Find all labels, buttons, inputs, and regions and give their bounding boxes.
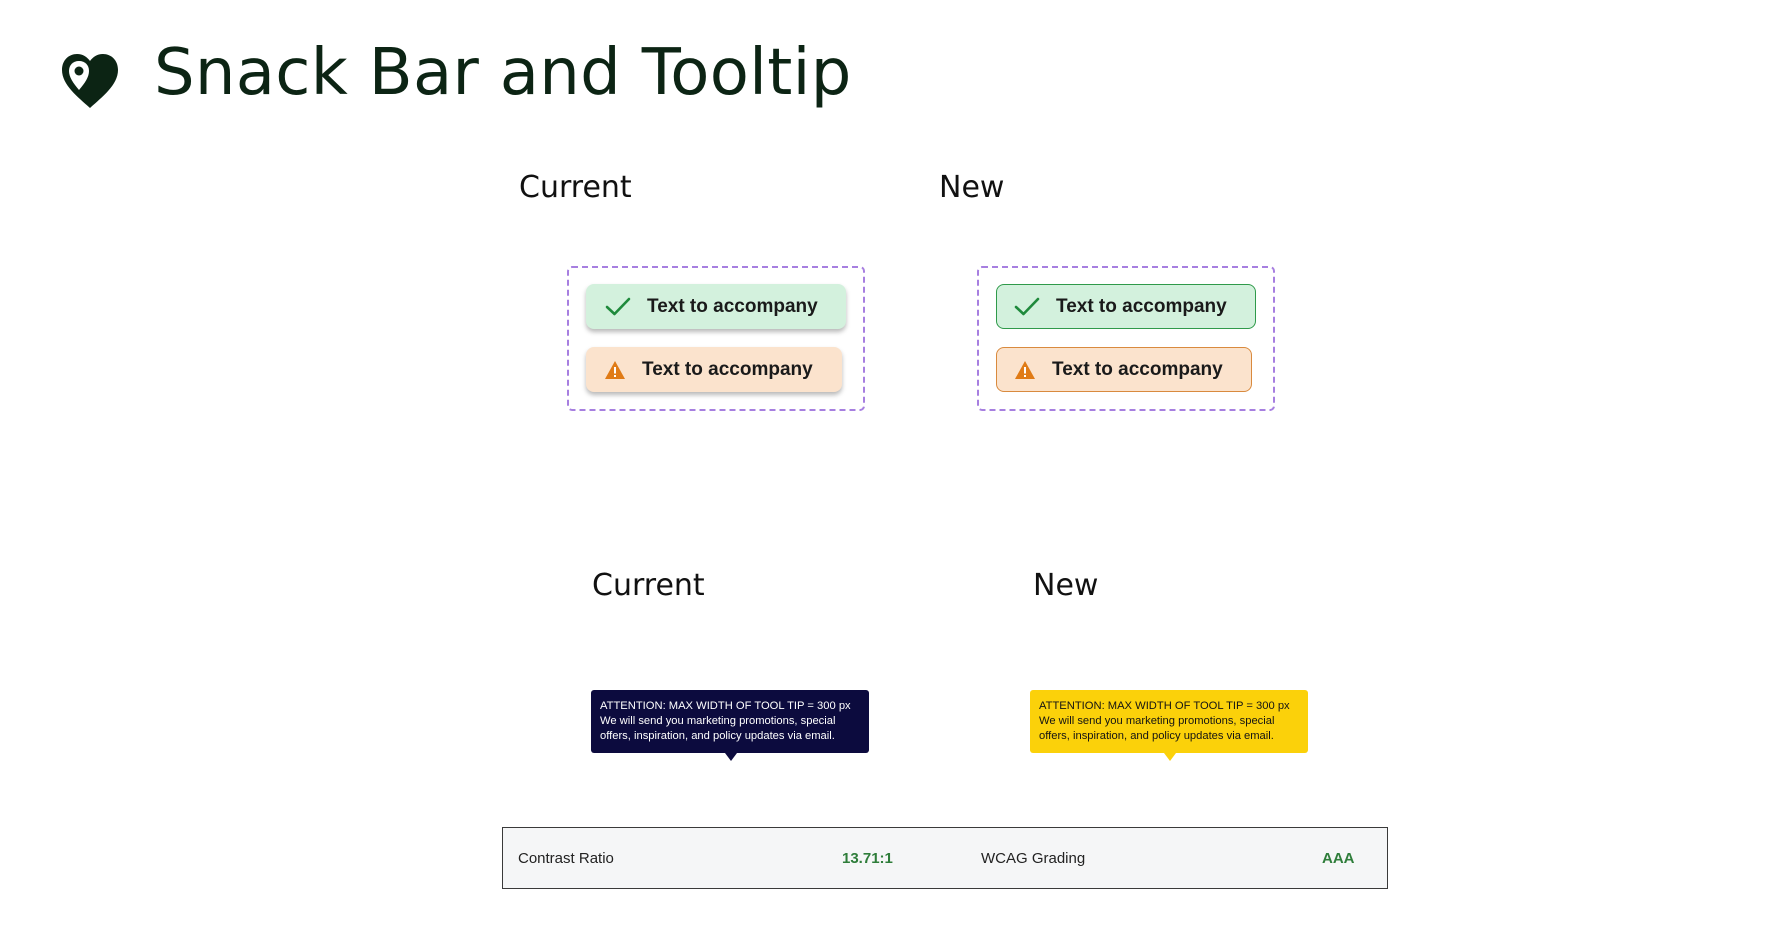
snackbar-new-warning[interactable]: Text to accompany bbox=[996, 347, 1252, 392]
warning-triangle-icon bbox=[1014, 360, 1036, 380]
tooltip-current-label: Current bbox=[592, 568, 705, 603]
tooltip-new: ATTENTION: MAX WIDTH OF TOOL TIP = 300 p… bbox=[1030, 690, 1308, 761]
snackbar-text: Text to accompany bbox=[1056, 295, 1227, 317]
snackbar-new-label: New bbox=[939, 170, 1005, 205]
tooltip-current: ATTENTION: MAX WIDTH OF TOOL TIP = 300 p… bbox=[591, 690, 869, 761]
contrast-ratio-bar: Contrast Ratio 13.71:1 WCAG Grading AAA bbox=[502, 827, 1388, 889]
tooltip-line: ATTENTION: MAX WIDTH OF TOOL TIP = 300 p… bbox=[600, 700, 851, 712]
snackbar-current-label: Current bbox=[519, 170, 632, 205]
tooltip-new-label: New bbox=[1033, 568, 1099, 603]
snackbar-text: Text to accompany bbox=[642, 358, 813, 380]
page-title: Snack Bar and Tooltip bbox=[154, 36, 852, 110]
snackbar-current-success[interactable]: Text to accompany bbox=[586, 284, 846, 329]
tooltip-line: ATTENTION: MAX WIDTH OF TOOL TIP = 300 p… bbox=[1039, 700, 1290, 712]
tooltip-arrow bbox=[1164, 753, 1176, 761]
snackbar-new-frame bbox=[977, 266, 1275, 411]
snackbar-text: Text to accompany bbox=[1052, 358, 1223, 380]
tooltip-line: We will send you marketing promotions, s… bbox=[1039, 715, 1275, 727]
wcag-grading-value: AAA bbox=[1322, 850, 1355, 867]
tooltip-line: We will send you marketing promotions, s… bbox=[600, 715, 836, 727]
snackbar-current-warning[interactable]: Text to accompany bbox=[586, 347, 842, 392]
snackbar-current-frame bbox=[567, 266, 865, 411]
warning-triangle-icon bbox=[604, 360, 626, 380]
contrast-ratio-value: 13.71:1 bbox=[842, 850, 893, 867]
tooltip-line: offers, inspiration, and policy updates … bbox=[600, 730, 835, 742]
snackbar-text: Text to accompany bbox=[647, 295, 818, 317]
snackbar-new-success[interactable]: Text to accompany bbox=[996, 284, 1256, 329]
check-icon bbox=[605, 297, 631, 317]
wcag-grading-label: WCAG Grading bbox=[981, 850, 1086, 867]
logo-heart-pin-icon bbox=[58, 50, 122, 110]
tooltip-line: offers, inspiration, and policy updates … bbox=[1039, 730, 1274, 742]
contrast-ratio-label: Contrast Ratio bbox=[518, 850, 614, 867]
tooltip-arrow bbox=[725, 753, 737, 761]
check-icon bbox=[1014, 297, 1040, 317]
